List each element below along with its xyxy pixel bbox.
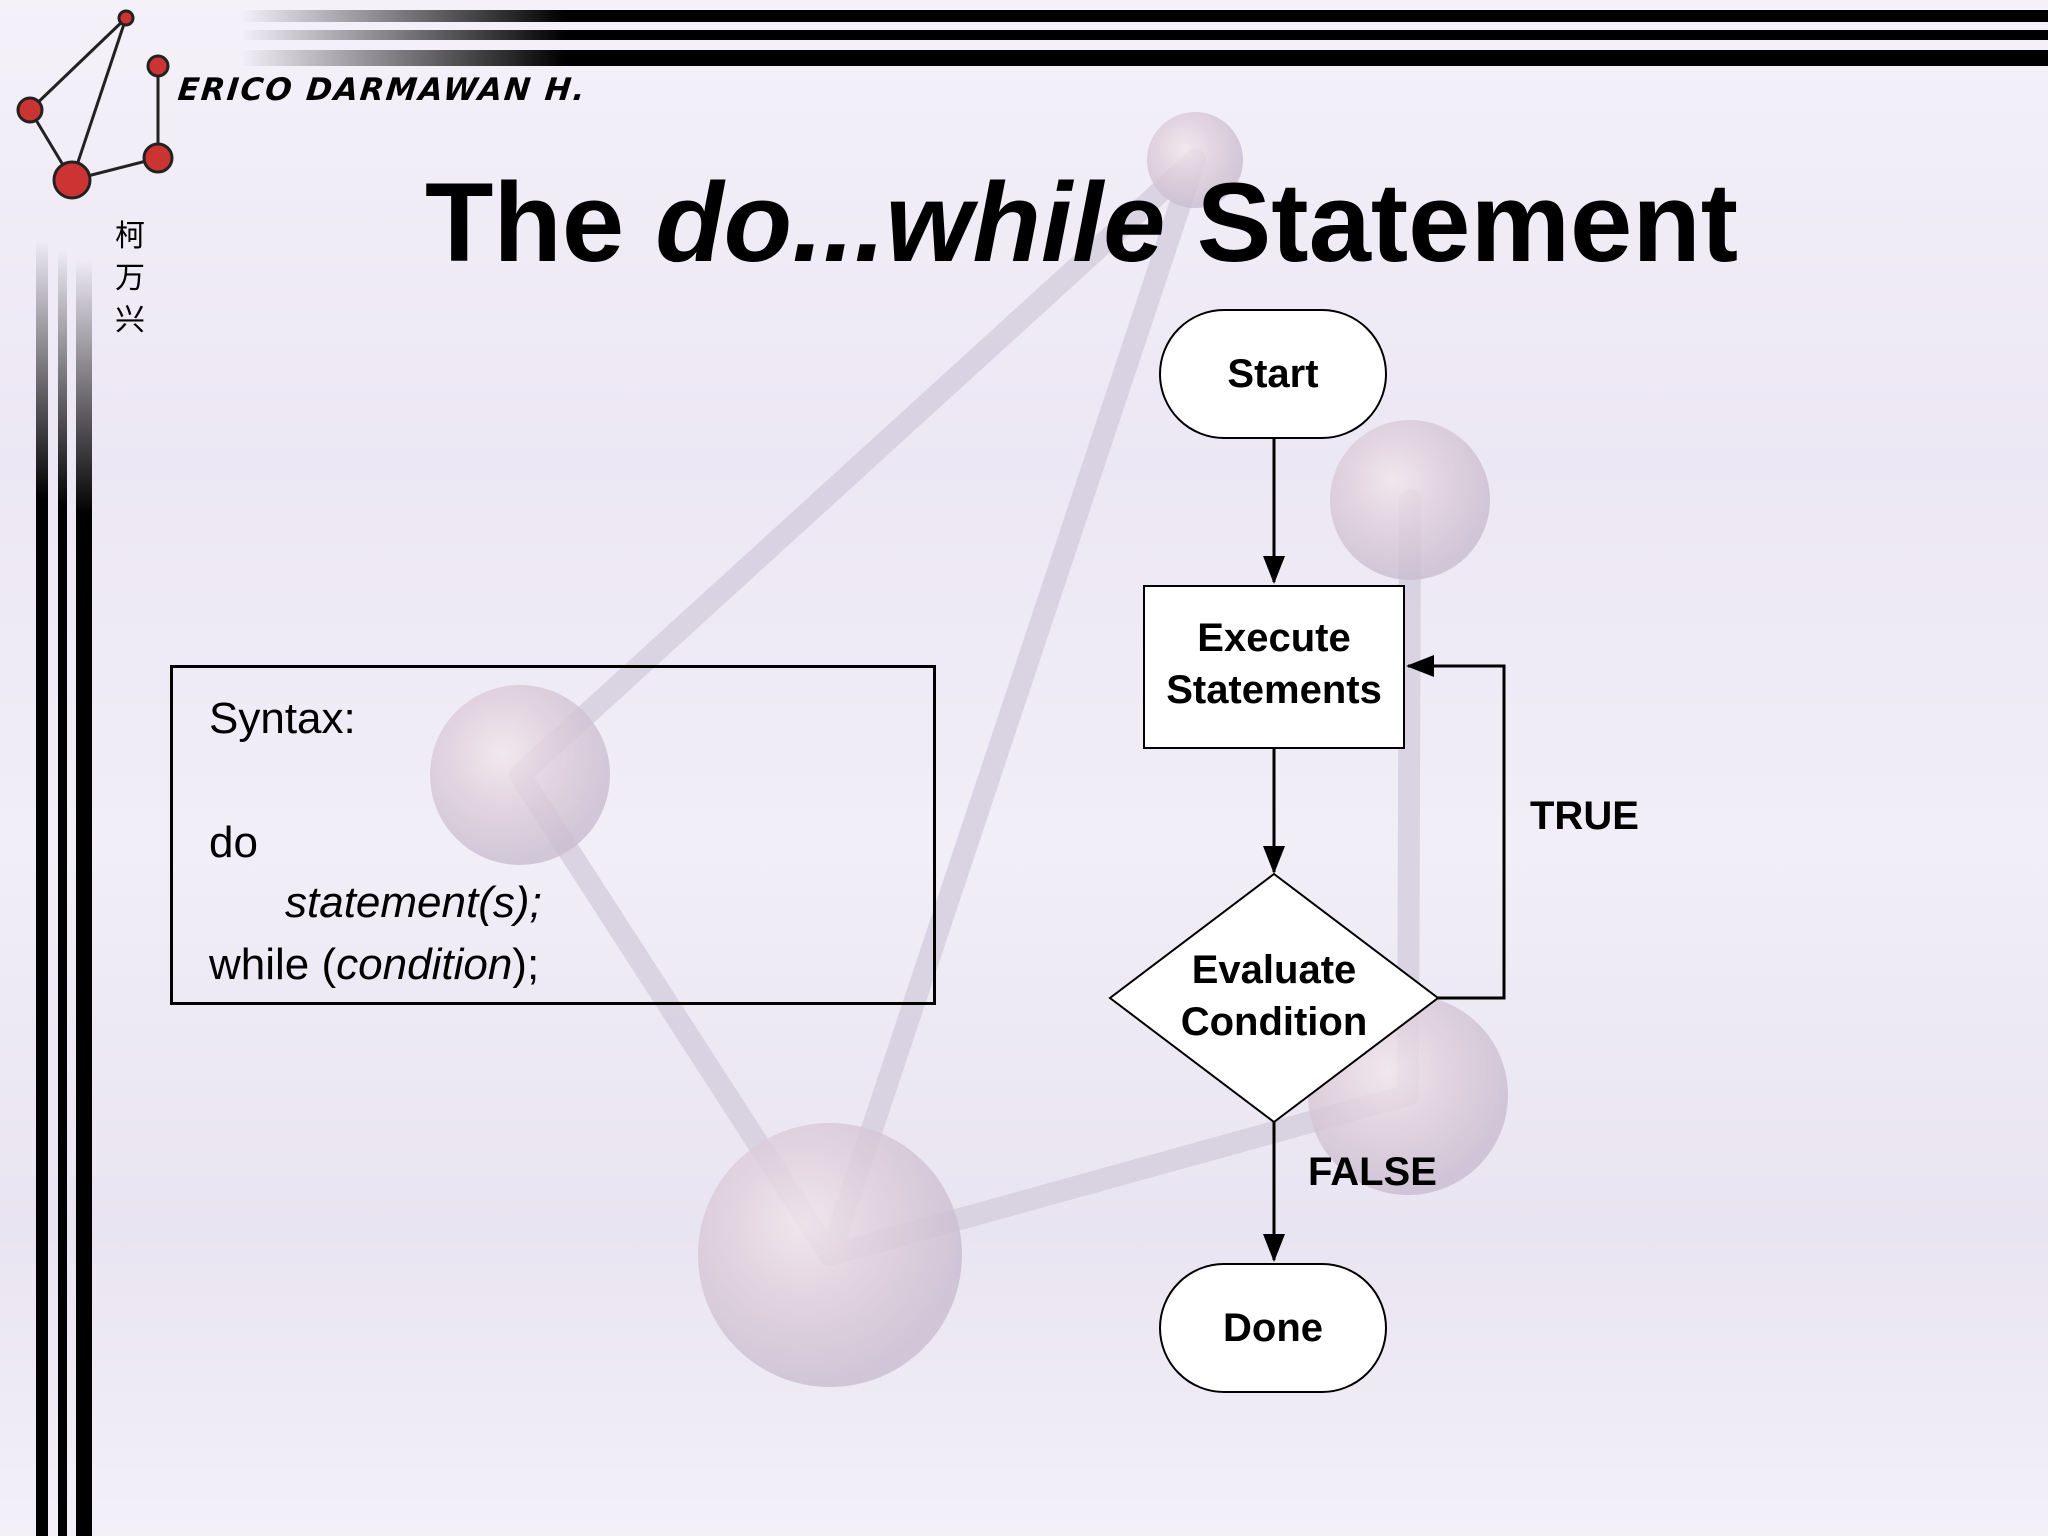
cjk-char: 柯 (115, 219, 145, 254)
while-condition: condition (336, 940, 513, 989)
title-prefix: The (425, 160, 656, 285)
syntax-statement-line: statement(s); (285, 878, 542, 927)
cjk-char: 万 (115, 261, 145, 296)
done-label: Done (1223, 1306, 1323, 1350)
left-stripes (36, 240, 92, 1536)
false-label: FALSE (1308, 1150, 1437, 1194)
top-stripes (240, 10, 2048, 66)
evaluate-line2: Condition (1180, 1000, 1368, 1044)
while-prefix: while ( (209, 940, 337, 989)
evaluate-label: Evaluate Condition (1150, 944, 1398, 1048)
done-node (1159, 1263, 1387, 1393)
title-italic: do...while (655, 160, 1166, 285)
cjk-char: 兴 (115, 303, 145, 338)
syntax-box: Syntax: do statement(s); while (conditio… (170, 665, 936, 1005)
evaluate-line1: Evaluate (1191, 948, 1357, 992)
execute-line2: Statements (1166, 668, 1382, 712)
start-label: Start (1227, 352, 1319, 396)
logo-molecule-icon (16, 9, 174, 200)
syntax-while-line: while (condition); (209, 940, 539, 990)
title-suffix: Statement (1165, 160, 1739, 285)
slide-title: The do...while Statement (425, 158, 1738, 287)
execute-node (1143, 585, 1405, 749)
syntax-label: Syntax: (209, 694, 356, 743)
execute-line1: Execute (1197, 616, 1351, 660)
while-suffix: ); (512, 940, 540, 989)
cjk-name: 柯 万 兴 (112, 216, 148, 342)
true-loop-arrow (1406, 655, 1506, 1000)
true-label: TRUE (1530, 794, 1639, 838)
syntax-do-line: do (209, 818, 258, 867)
execute-label: Execute Statements (1144, 612, 1404, 716)
